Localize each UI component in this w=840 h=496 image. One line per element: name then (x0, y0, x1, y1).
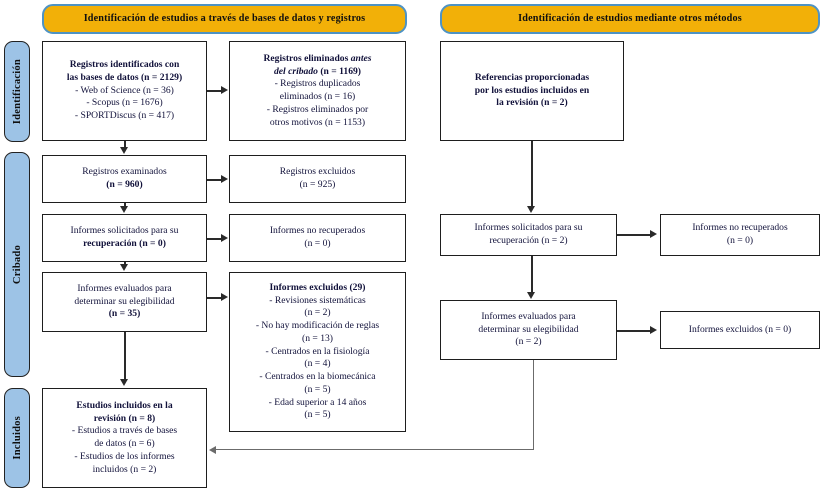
box-records-screened-text: Registros examinados (n = 960) (82, 166, 167, 190)
connector-sought-right-to-not-retrieved-right (617, 234, 651, 236)
box-reports-not-retrieved-right-text: Informes no recuperados (n = 0) (692, 222, 788, 246)
connector-references-to-sought-right (531, 141, 533, 207)
rail-cribado-label: Cribado (11, 244, 23, 285)
box-reports-sought-right: Informes solicitados para su recuperació… (440, 214, 617, 256)
connector-elbow-to-studies-included (216, 449, 534, 451)
connector-assessed-right-down-elbow (533, 360, 535, 450)
banner-other-methods-label: Identificación de estudios mediante otro… (518, 13, 742, 25)
box-records-identified: Registros identificados con las bases de… (42, 41, 207, 141)
box-reports-excluded-right: Informes excluidos (n = 0) (660, 311, 820, 349)
box-reports-sought-left: Informes solicitados para su recuperació… (42, 214, 207, 262)
box-reports-assessed-left: Informes evaluados para determinar su el… (42, 272, 207, 332)
box-records-excluded: Registros excluidos (n = 925) (229, 155, 406, 203)
box-reports-excluded-left-text: Informes excluidos (29) - Revisiones sis… (255, 281, 380, 421)
box-reports-excluded-left: Informes excluidos (29) - Revisiones sis… (229, 272, 406, 432)
rail-incluidos-label: Incluidos (11, 416, 23, 460)
box-reports-not-retrieved-left: Informes no recuperados (n = 0) (229, 214, 406, 262)
arrowhead-assessed-right-to-excluded-right (650, 326, 657, 334)
box-reports-assessed-right-text: Informes evaluados para determinar su el… (478, 310, 579, 348)
connector-sought-to-not-retrieved (207, 238, 222, 240)
banner-identification-other-methods: Identificación de estudios mediante otro… (440, 4, 820, 34)
box-studies-included: Estudios incluidos en la revisión (n = 8… (42, 388, 207, 488)
arrowhead-sought-to-assessed (120, 264, 128, 271)
box-records-screened: Registros examinados (n = 960) (42, 155, 207, 203)
box-references-provided-text: Referencias proporcionadas por los estud… (474, 71, 590, 109)
connector-assessed-to-reports-excluded (207, 297, 222, 299)
box-records-identified-text: Registros identificados con las bases de… (66, 59, 183, 122)
rail-cribado: Cribado (4, 152, 30, 377)
box-records-excluded-text: Registros excluidos (n = 925) (279, 166, 356, 190)
arrowhead-references-to-sought-right (527, 206, 535, 213)
arrowhead-sought-right-to-assessed-right (527, 292, 535, 299)
box-references-provided: Referencias proporcionadas por los estud… (440, 41, 624, 141)
connector-sought-right-to-assessed-right (531, 256, 533, 293)
connector-assessed-to-included (124, 332, 126, 380)
box-reports-sought-left-text: Informes solicitados para su recuperació… (70, 225, 179, 249)
box-reports-assessed-right: Informes evaluados para determinar su el… (440, 300, 617, 360)
rail-identificacion: Identificación (4, 41, 30, 142)
arrowhead-screened-to-excluded (221, 175, 228, 183)
arrowhead-sought-to-not-retrieved (221, 234, 228, 242)
rail-incluidos: Incluidos (4, 388, 30, 488)
connector-identified-to-screened (124, 141, 126, 148)
box-reports-sought-right-text: Informes solicitados para su recuperació… (474, 222, 583, 246)
connector-screened-to-excluded (207, 179, 222, 181)
box-records-removed-text: Registros eliminados antes del cribado (… (263, 52, 372, 128)
arrowhead-elbow-to-studies-included (209, 445, 216, 454)
arrowhead-screened-to-sought (120, 206, 128, 213)
box-reports-assessed-left-text: Informes evaluados para determinar su el… (74, 282, 175, 320)
banner-databases-label: Identificación de estudios a través de b… (83, 13, 366, 25)
rail-identificacion-label: Identificación (11, 58, 23, 125)
connector-identified-to-removed (207, 90, 222, 92)
arrowhead-identified-to-removed (221, 86, 228, 94)
connector-screened-to-sought (124, 203, 126, 207)
connector-assessed-right-to-excluded-right (617, 330, 651, 332)
box-reports-excluded-right-text: Informes excluidos (n = 0) (688, 323, 792, 335)
box-records-removed-before-screening: Registros eliminados antes del cribado (… (229, 41, 406, 141)
box-reports-not-retrieved-left-text: Informes no recuperados (n = 0) (269, 225, 366, 249)
banner-identification-databases: Identificación de estudios a través de b… (42, 4, 407, 34)
box-reports-not-retrieved-right: Informes no recuperados (n = 0) (660, 214, 820, 256)
box-studies-included-text: Estudios incluidos en la revisión (n = 8… (71, 399, 178, 475)
arrowhead-sought-right-to-not-retrieved-right (650, 230, 657, 238)
arrowhead-identified-to-screened (120, 147, 128, 154)
arrowhead-assessed-to-reports-excluded (221, 293, 228, 301)
arrowhead-assessed-to-included (120, 379, 128, 386)
